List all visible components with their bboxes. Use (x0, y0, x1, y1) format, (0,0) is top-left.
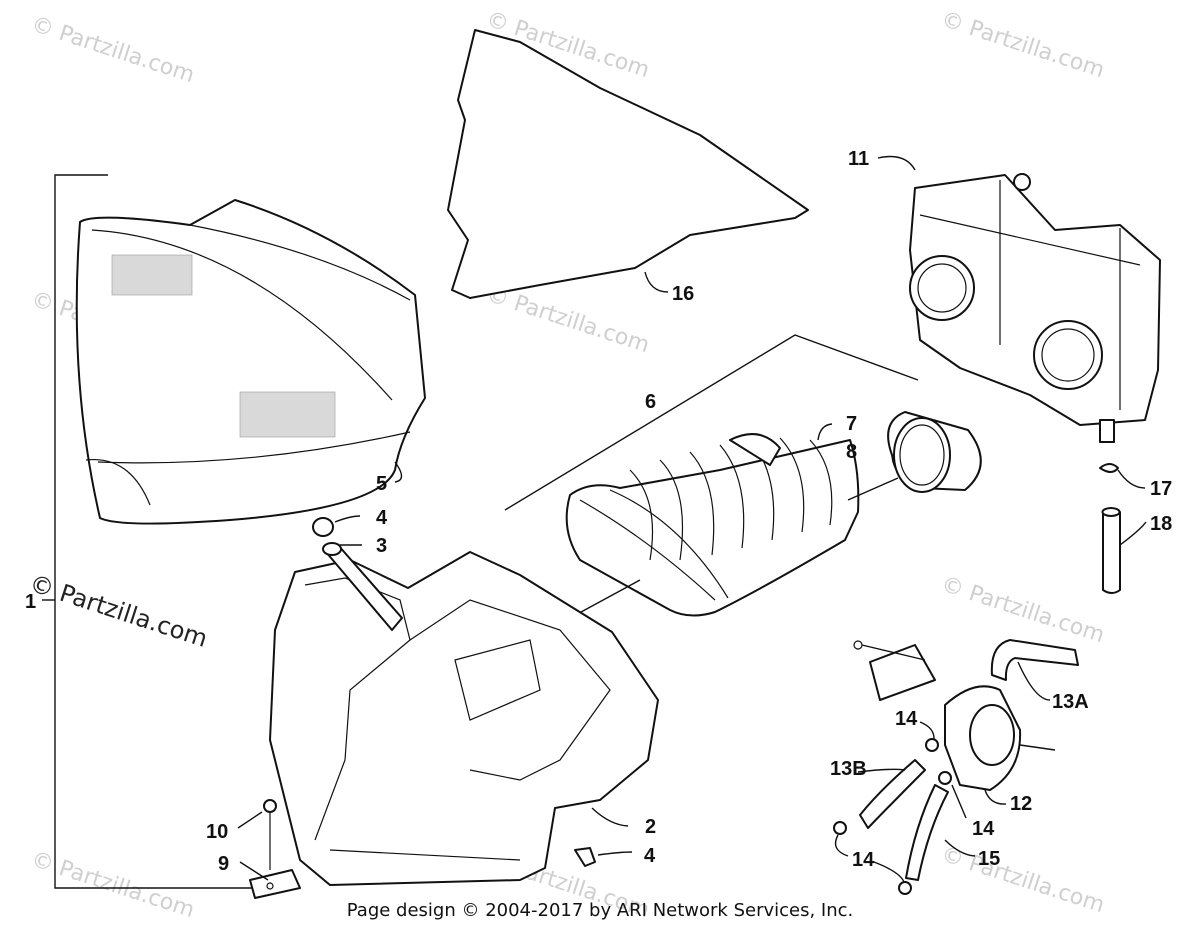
callout-3: 3 (376, 535, 387, 557)
part-13b-hose (857, 759, 926, 829)
callout-2: 2 (645, 816, 656, 838)
watermark: © Partzilla.com (28, 12, 197, 88)
callout-11: 11 (848, 148, 869, 170)
assembly-bracket (42, 174, 272, 889)
callout-15: 15 (978, 848, 1000, 870)
callout-1: 1 (25, 591, 36, 613)
part-2-airbox (269, 551, 659, 886)
watermark: © Partzilla.com (938, 7, 1107, 83)
callout-14-a: 14 (895, 708, 918, 730)
part-15-hose (905, 784, 976, 881)
callout-13b: 13B (830, 758, 867, 780)
part-13a-hose (990, 639, 1079, 701)
boot-ribs (629, 437, 833, 561)
part-3-drain-tube (322, 542, 403, 631)
part-18-hose (1101, 507, 1147, 594)
callout-18: 18 (1150, 513, 1172, 535)
callout-12: 12 (1010, 793, 1032, 815)
part-11-carburetor-assembly (877, 155, 1161, 443)
part-12-fuel-pump (853, 640, 1056, 805)
callout-labels: 1 2 3 4 4 5 6 7 8 9 10 11 12 13A 13B 14 … (25, 148, 1172, 875)
callout-9: 9 (218, 853, 229, 875)
part-6-intake-boot (504, 334, 919, 619)
callout-6: 6 (645, 391, 656, 413)
part-4-plug-upper (312, 515, 361, 537)
callout-10: 10 (206, 821, 228, 843)
callout-14-c: 14 (852, 849, 875, 871)
callout-7: 7 (846, 413, 857, 435)
watermark-large: © Partzilla.com (26, 569, 211, 653)
callout-16: 16 (672, 283, 694, 305)
part-4-plug-lower (574, 847, 633, 867)
watermark: © Partzilla.com (483, 282, 652, 358)
part-9-pad (239, 861, 301, 899)
part-8-carb-adapter (887, 411, 982, 493)
callout-13a: 13A (1052, 691, 1089, 713)
callout-17: 17 (1150, 478, 1172, 500)
callout-14-b: 14 (972, 818, 995, 840)
callout-8: 8 (846, 441, 857, 463)
watermark: © Partzilla.com (938, 572, 1107, 648)
mesh-patch (111, 254, 336, 438)
callout-5: 5 (376, 473, 387, 495)
copyright-footer: Page design © 2004-2017 by ARI Network S… (346, 900, 854, 921)
callout-4-upper: 4 (376, 507, 388, 529)
part-16-filter-sheet (447, 29, 809, 299)
part-5-airbox-lid (75, 199, 426, 525)
callout-4-lower: 4 (644, 845, 656, 867)
part-14-clamps (833, 721, 967, 895)
part-17-clamp (1099, 463, 1146, 489)
part-10-screw (237, 799, 277, 870)
